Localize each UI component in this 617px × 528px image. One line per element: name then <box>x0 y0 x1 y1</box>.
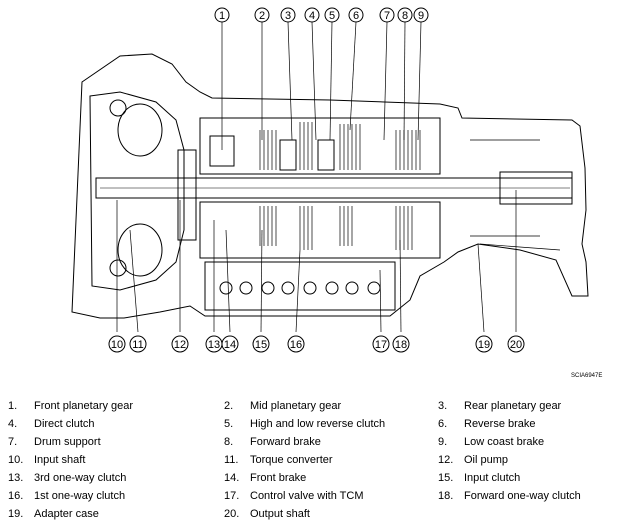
converter-detail-top <box>109 99 127 117</box>
svg-text:19: 19 <box>478 339 490 351</box>
legend-label: 3rd one-way clutch <box>34 472 127 484</box>
callout-15: 15 <box>252 335 270 353</box>
image-code: SCIA6947E <box>571 373 603 379</box>
callout-5: 5 <box>324 7 340 23</box>
legend-label: Mid planetary gear <box>250 400 342 412</box>
callout-11: 11 <box>129 335 147 353</box>
svg-text:8: 8 <box>402 10 408 22</box>
legend-number: 15. <box>438 472 454 484</box>
svg-text:20: 20 <box>510 339 522 351</box>
gear-train-upper <box>199 117 441 175</box>
svg-text:2: 2 <box>259 10 265 22</box>
legend-number: 14. <box>224 472 240 484</box>
legend-number: 13. <box>8 472 24 484</box>
svg-text:13: 13 <box>208 339 220 351</box>
oil-pump-block <box>177 149 197 241</box>
legend-number: 12. <box>438 454 454 466</box>
callout-18: 18 <box>392 335 410 353</box>
callout-19: 19 <box>475 335 493 353</box>
legend-label: Control valve with TCM <box>250 490 364 502</box>
legend-number: 20. <box>224 508 240 520</box>
legend-number: 11. <box>224 454 239 466</box>
callout-12: 12 <box>171 335 189 353</box>
gear-train-lower <box>199 201 441 259</box>
legend-number: 19. <box>8 508 24 520</box>
legend-label: Front planetary gear <box>34 400 134 412</box>
svg-text:15: 15 <box>255 339 267 351</box>
torque-converter-shape <box>89 91 185 291</box>
legend-label: Oil pump <box>464 454 509 466</box>
legend-number: 9. <box>438 436 448 448</box>
legend-label: Input shaft <box>34 454 86 466</box>
legend-label: Output shaft <box>250 508 310 520</box>
legend-number: 17. <box>224 490 240 502</box>
legend-label: High and low reverse clutch <box>250 418 386 430</box>
callout-7: 7 <box>379 7 395 23</box>
legend-label: Front brake <box>250 472 307 484</box>
callout-3: 3 <box>280 7 296 23</box>
svg-text:11: 11 <box>132 339 143 351</box>
legend-label: Drum support <box>34 436 101 448</box>
legend-number: 6. <box>438 418 448 430</box>
svg-text:10: 10 <box>111 339 123 351</box>
legend-label: Forward one-way clutch <box>464 490 581 502</box>
converter-detail-bottom <box>109 259 127 277</box>
svg-text:12: 12 <box>174 339 186 351</box>
legend: 1. Front planetary gear 2. Mid planetary ge… <box>0 396 617 526</box>
legend-number: 7. <box>8 436 18 448</box>
legend-number: 8. <box>224 436 234 448</box>
rear-planetary-block <box>317 139 335 171</box>
legend-number: 5. <box>224 418 234 430</box>
legend-number: 3. <box>438 400 448 412</box>
svg-text:7: 7 <box>384 10 390 22</box>
svg-text:14: 14 <box>224 339 236 351</box>
callout-8: 8 <box>397 7 413 23</box>
legend-number: 2. <box>224 400 234 412</box>
valve-bores <box>219 281 381 295</box>
callout-1: 1 <box>214 7 230 23</box>
svg-text:9: 9 <box>418 10 424 22</box>
callout-14: 14 <box>221 335 239 353</box>
legend-number: 1. <box>8 400 18 412</box>
callout-13: 13 <box>205 335 223 353</box>
callout-20: 20 <box>507 335 525 353</box>
legend-number: 4. <box>8 418 18 430</box>
legend-number: 10. <box>8 454 24 466</box>
svg-text:18: 18 <box>395 339 407 351</box>
output-shaft-housing <box>499 171 573 205</box>
svg-text:4: 4 <box>309 10 315 22</box>
converter-housing <box>71 53 589 319</box>
transmission-cutaway-diagram: 1 2 3 4 5 6 7 8 9 10 11 12 13 14 15 16 1… <box>71 7 589 353</box>
converter-turbine-bottom <box>117 223 163 277</box>
legend-label: Input clutch <box>464 472 521 484</box>
callout-9: 9 <box>413 7 429 23</box>
callout-2: 2 <box>254 7 270 23</box>
svg-text:6: 6 <box>353 10 359 22</box>
legend-label: Forward brake <box>250 436 321 448</box>
svg-text:3: 3 <box>285 10 291 22</box>
legend-number: 16. <box>8 490 24 502</box>
callout-6: 6 <box>348 7 364 23</box>
legend-label: 1st one-way clutch <box>34 490 126 502</box>
callout-4: 4 <box>304 7 320 23</box>
callout-10: 10 <box>108 335 126 353</box>
legend-number: 18. <box>438 490 454 502</box>
control-valve-body <box>204 261 396 311</box>
legend-label: Low coast brake <box>464 436 545 448</box>
svg-text:1: 1 <box>219 10 225 22</box>
mid-planetary-block <box>279 139 297 171</box>
callout-16: 16 <box>287 335 305 353</box>
svg-text:5: 5 <box>329 10 335 22</box>
legend-label: Torque converter <box>250 454 333 466</box>
legend-label: Adapter case <box>34 508 99 520</box>
callout-17: 17 <box>372 335 390 353</box>
svg-text:17: 17 <box>375 339 387 351</box>
legend-label: Rear planetary gear <box>464 400 562 412</box>
svg-text:16: 16 <box>290 339 302 351</box>
converter-turbine-top <box>117 103 163 157</box>
legend-label: Direct clutch <box>34 418 95 430</box>
legend-label: Reverse brake <box>464 418 536 430</box>
